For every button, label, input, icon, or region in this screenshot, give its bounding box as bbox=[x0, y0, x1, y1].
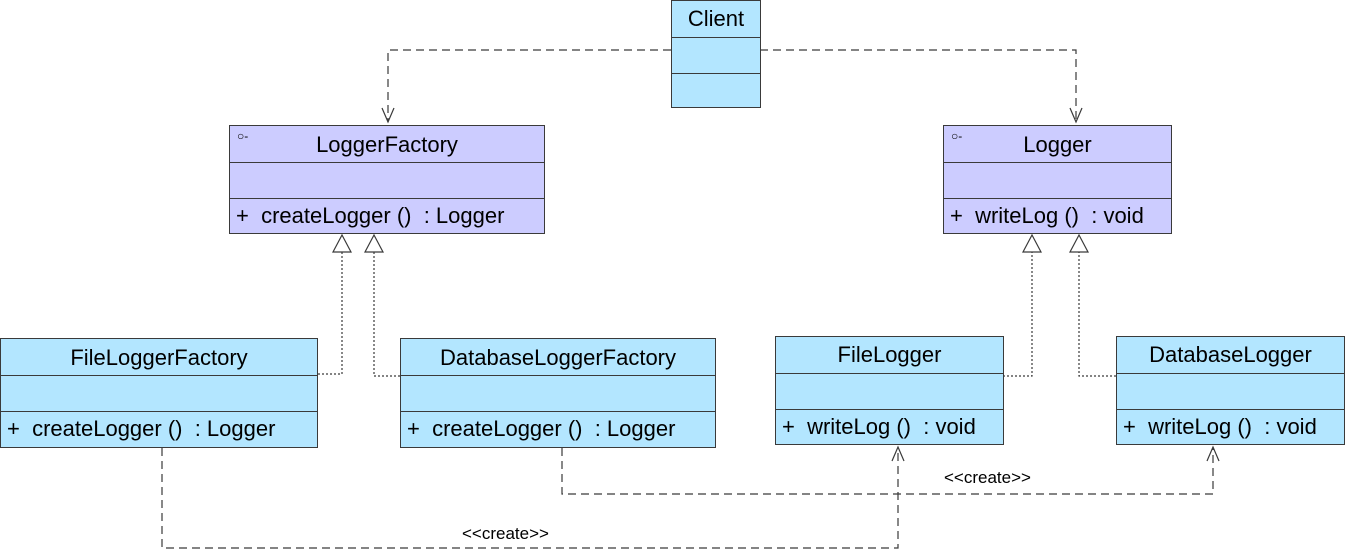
logger-factory-operation: + createLogger () : Logger bbox=[236, 203, 505, 228]
logger-factory-attributes-compartment bbox=[230, 162, 544, 163]
logger-factory-interface: ○- LoggerFactory + createLogger () : Log… bbox=[229, 125, 545, 234]
logger-attributes-compartment bbox=[944, 162, 1171, 163]
database-logger-factory-operation: + createLogger () : Logger bbox=[407, 416, 676, 441]
create-stereotype-label: <<create>> bbox=[944, 468, 1031, 487]
file-logger-operation: + writeLog () : void bbox=[782, 414, 976, 439]
file-logger-attributes-compartment bbox=[776, 373, 1003, 374]
filelogger-realization-arrowhead bbox=[1022, 233, 1042, 253]
database-logger-factory-attributes-compartment bbox=[401, 375, 715, 376]
dbfactory-creates-dblogger bbox=[561, 448, 1214, 495]
file-logger-class: FileLogger + writeLog () : void bbox=[775, 336, 1004, 445]
database-logger-name: DatabaseLogger bbox=[1149, 342, 1312, 367]
filefactory-realizes-loggerfactory bbox=[318, 252, 343, 375]
client-to-loggerfactory-dependency bbox=[387, 49, 671, 122]
dbfactory-realization-arrowhead bbox=[364, 233, 384, 253]
dbfactory-create-arrowhead bbox=[1206, 445, 1220, 462]
database-logger-factory-name: DatabaseLoggerFactory bbox=[439, 345, 677, 370]
dbfactory-realizes-loggerfactory bbox=[373, 252, 400, 377]
filefactory-realization-arrowhead bbox=[332, 233, 352, 253]
filefactory-creates-filelogger bbox=[161, 448, 899, 549]
logger-operations-compartment bbox=[944, 198, 1171, 199]
dblogger-realization-arrowhead bbox=[1069, 233, 1089, 253]
database-logger-operations-compartment bbox=[1117, 409, 1344, 410]
file-logger-factory-attributes-compartment bbox=[1, 375, 317, 376]
interface-icon: ○- bbox=[237, 129, 249, 143]
client-attributes-compartment bbox=[672, 37, 760, 38]
client-to-logger-arrowhead bbox=[1069, 107, 1083, 124]
file-logger-name: FileLogger bbox=[837, 342, 942, 367]
client-class-name: Client bbox=[687, 6, 745, 31]
database-logger-class: DatabaseLogger + writeLog () : void bbox=[1116, 336, 1345, 445]
database-logger-factory-operations-compartment bbox=[401, 411, 715, 412]
dblogger-realizes-logger bbox=[1078, 252, 1116, 377]
database-logger-attributes-compartment bbox=[1117, 373, 1344, 374]
client-to-loggerfactory-arrowhead bbox=[381, 107, 395, 124]
interface-icon: ○- bbox=[951, 129, 963, 143]
logger-interface: ○- Logger + writeLog () : void bbox=[943, 125, 1172, 234]
file-logger-factory-operations-compartment bbox=[1, 411, 317, 412]
logger-factory-name: LoggerFactory bbox=[316, 132, 458, 157]
file-logger-factory-name: FileLoggerFactory bbox=[70, 345, 248, 370]
file-logger-operations-compartment bbox=[776, 409, 1003, 410]
client-operations-compartment bbox=[672, 73, 760, 74]
database-logger-factory-class: DatabaseLoggerFactory + createLogger () … bbox=[400, 338, 716, 448]
logger-name: Logger bbox=[1023, 132, 1092, 157]
logger-operation: + writeLog () : void bbox=[950, 203, 1144, 228]
database-logger-operation: + writeLog () : void bbox=[1123, 414, 1317, 439]
logger-factory-operations-compartment bbox=[230, 198, 544, 199]
file-logger-factory-class: FileLoggerFactory + createLogger () : Lo… bbox=[0, 338, 318, 448]
client-to-logger-dependency bbox=[760, 49, 1077, 122]
filelogger-realizes-logger bbox=[1003, 252, 1033, 377]
file-logger-factory-operation: + createLogger () : Logger bbox=[7, 416, 276, 441]
client-class: Client bbox=[671, 0, 761, 108]
filefactory-create-arrowhead bbox=[891, 445, 905, 462]
create-stereotype-label: <<create>> bbox=[462, 524, 549, 543]
